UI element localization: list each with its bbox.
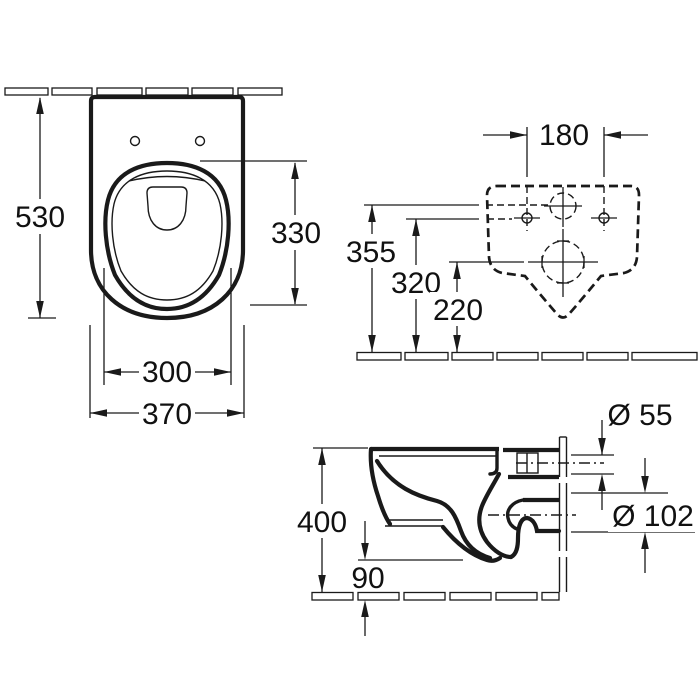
- front-overall-height-label: 530: [15, 201, 65, 234]
- plan-outlet-height-label: 220: [433, 294, 483, 327]
- side-inlet-diameter-label: Ø 55: [607, 399, 672, 432]
- dim-355: [364, 204, 548, 352]
- water-inlet-circle: [544, 187, 582, 227]
- plan-floor-hatch: [356, 351, 698, 361]
- bowl-rim-outer: [103, 160, 231, 312]
- front-view: [4, 87, 307, 418]
- front-bowl-height-label: 330: [271, 217, 321, 250]
- fixing-hole-right: [591, 212, 617, 224]
- side-view: [311, 420, 695, 636]
- side-clearance-label: 90: [351, 562, 384, 595]
- dim-90: [358, 521, 463, 636]
- plan-view: [356, 127, 698, 361]
- toilet-side-section: [368, 446, 604, 563]
- side-outlet-diameter-label: Ø 102: [612, 500, 694, 533]
- plan-inlet-height-label: 355: [346, 236, 396, 269]
- wall-section: [558, 436, 568, 592]
- seat-hinge-hole-right: [194, 135, 206, 147]
- dimension-labels: 530 330 300 370 180 355 320 220 400 90 Ø…: [11, 117, 699, 595]
- seat-hinge-hole-left: [129, 135, 141, 147]
- mounting-outline-dashed: [485, 184, 641, 319]
- plan-hole-spacing-label: 180: [539, 119, 589, 152]
- bowl-rim-inner: [111, 170, 223, 301]
- rim-front-edge: [128, 175, 206, 182]
- front-bowl-width-label: 300: [142, 356, 192, 389]
- side-depth-label: 400: [297, 506, 347, 539]
- waste-outlet-circle: [528, 229, 598, 297]
- flush-outlet: [146, 186, 188, 231]
- side-floor-hatch: [311, 591, 560, 601]
- dim-inlet-diameter: [571, 420, 614, 510]
- dim-180: [483, 131, 648, 139]
- front-overall-width-label: 370: [142, 398, 192, 431]
- fixing-hole-left: [514, 212, 540, 224]
- wall-hatch: [4, 87, 283, 96]
